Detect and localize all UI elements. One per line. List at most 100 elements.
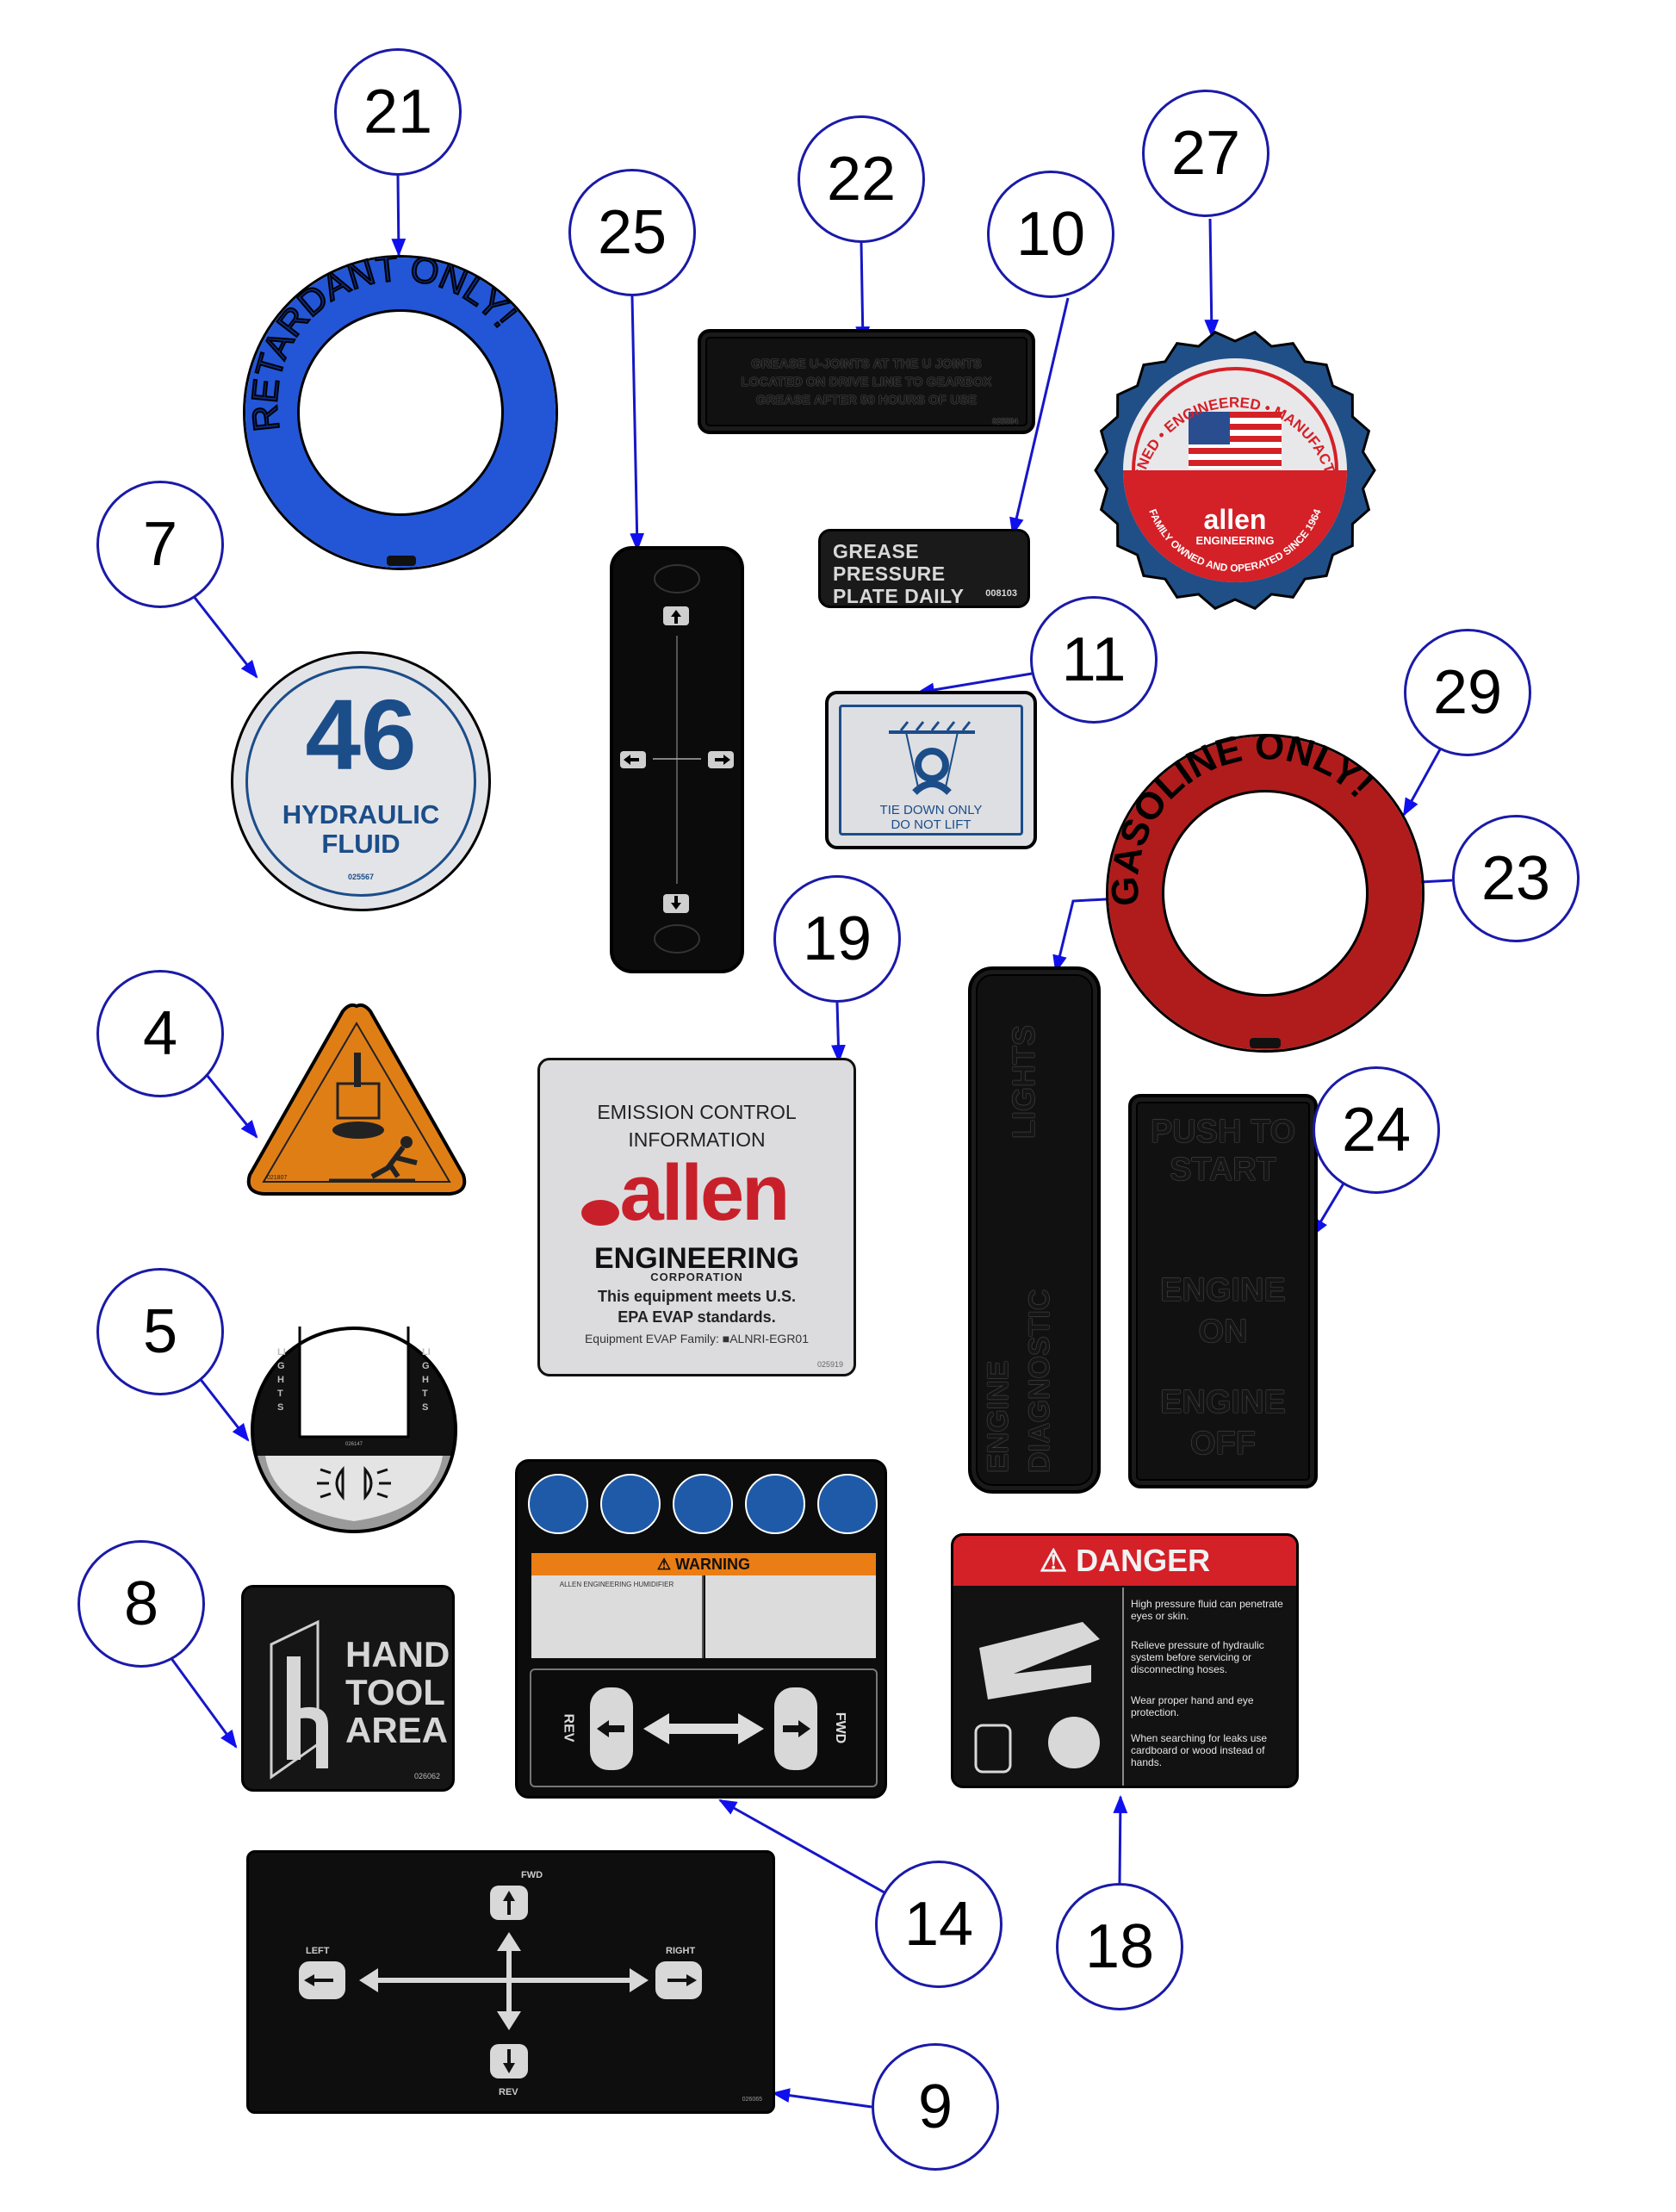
engine-off-label-2: OFF <box>1190 1426 1256 1462</box>
tool-label: TOOL <box>345 1672 445 1712</box>
decal-9-joystick-directions: FWD REV LEFT RIGHT 026065 <box>246 1850 775 2114</box>
emission-body-1: This equipment meets U.S. <box>597 1288 797 1305</box>
fluid-label-2: FLUID <box>321 829 400 859</box>
engine-label: ENGINE <box>982 1360 1015 1473</box>
part-number: 008103 <box>985 588 1017 599</box>
callout-22: 22 <box>798 115 925 243</box>
decal-8-hand-tool-area: HAND TOOL AREA 026062 <box>241 1585 455 1792</box>
ring-hole <box>1162 790 1369 997</box>
part-number: 026147 <box>345 1442 363 1447</box>
callout-27: 27 <box>1142 90 1269 217</box>
danger-text-3: Wear proper hand and eye protection. <box>1131 1694 1254 1718</box>
diagnostic-label: DIAGNOSTIC <box>1023 1289 1056 1473</box>
danger-text-1: High pressure fluid can penetrate eyes o… <box>1131 1598 1283 1622</box>
hand-injection-icon <box>974 1622 1100 1774</box>
decal-7-hydraulic-fluid: 46 HYDRAULIC FLUID 025567 <box>231 651 491 911</box>
right-label: RIGHT <box>666 1946 696 1956</box>
label-line-2: LOCATED ON DRIVE LINE TO GEARBOX <box>741 374 992 389</box>
seal-graphic: DESIGNED • ENGINEERED • MANUFACTURED FAM… <box>1089 316 1376 611</box>
seal-middle-text: IN THE USA BY <box>1178 484 1292 501</box>
label-line-3: GREASE AFTER 50 HOURS OF USE <box>755 392 978 407</box>
callout-11: 11 <box>1030 596 1158 724</box>
tie-down-line-1: TIE DOWN ONLY <box>879 803 983 817</box>
lights-label: LIGHTS <box>1006 1025 1041 1139</box>
part-number: 026062 <box>413 1772 440 1780</box>
fwd-label: FWD <box>521 1870 543 1880</box>
brand-logo: allen <box>619 1149 791 1237</box>
brand-sub: CORPORATION <box>650 1271 743 1283</box>
label-line-2: PLATE DAILY <box>833 585 965 607</box>
eye-protection-icon <box>673 1474 733 1534</box>
direction-arrows-icon <box>620 564 734 954</box>
decal-14-ppe-warning: ⚠ WARNING ALLEN ENGINEERING HUMIDIFIER R… <box>515 1459 887 1799</box>
decal-21-retardant-ring: RETARDANT ONLY! <box>243 255 558 570</box>
emission-title-2: INFORMATION <box>628 1128 766 1151</box>
ppe-icon-row <box>528 1474 878 1534</box>
rev-label: REV <box>499 2087 518 2097</box>
callout-10: 10 <box>987 171 1114 298</box>
decal-19-emission-control: EMISSION CONTROL INFORMATION allen ENGIN… <box>537 1058 856 1376</box>
safety-boots-icon <box>745 1474 805 1534</box>
falling-load-warning-icon <box>246 1003 467 1196</box>
emission-body-3: Equipment EVAP Family: ■ALNRI-EGR01 <box>584 1332 810 1345</box>
decal-22-grease-ujoints: GREASE U-JOINTS AT THE U JOINTS LOCATED … <box>698 329 1035 434</box>
gear-logo-icon <box>581 1200 619 1226</box>
decal-11-tie-down-only: TIE DOWN ONLY DO NOT LIFT <box>825 691 1037 849</box>
rev-fwd-arrows-icon <box>590 1687 817 1770</box>
label-line-1: GREASE U-JOINTS AT THE U JOINTS <box>751 356 982 371</box>
warning-right-panel <box>705 1575 876 1658</box>
callout-19: 19 <box>773 875 901 1003</box>
tie-down-icon <box>889 721 975 795</box>
tie-down-line-2: DO NOT LIFT <box>891 817 971 832</box>
left-label: LEFT <box>306 1946 330 1956</box>
lights-switch-graphic <box>251 1327 457 1533</box>
us-flag-icon <box>1189 412 1282 469</box>
decal-23-lights-diagnostic: LIGHTS ENGINE DIAGNOSTIC <box>968 966 1101 1494</box>
label-line-1: GREASE PRESSURE <box>833 540 946 585</box>
gloves-icon <box>817 1474 878 1534</box>
emission-title-1: EMISSION CONTROL <box>597 1101 797 1123</box>
callout-5: 5 <box>96 1268 224 1395</box>
part-number: 026065 <box>742 2097 762 2103</box>
ring-hole <box>297 309 504 516</box>
emission-body-2: EPA EVAP standards. <box>618 1308 776 1326</box>
hand-tool-h-icon <box>270 1619 328 1780</box>
decal-25-direction-strip <box>610 546 744 973</box>
decal-27-made-in-usa-seal: DESIGNED • ENGINEERED • MANUFACTURED FAM… <box>1089 316 1376 612</box>
decal-18-danger-high-pressure: ⚠ DANGER High pressure fluid can penetra… <box>951 1533 1299 1788</box>
lights-side-label-right: LIGHTS <box>422 1347 431 1413</box>
callout-14: 14 <box>875 1861 1002 1988</box>
warning-header: ⚠ WARNING <box>531 1553 876 1575</box>
fluid-grade: 46 <box>305 679 417 791</box>
part-tab <box>387 556 416 566</box>
fwd-label: FWD <box>833 1712 848 1744</box>
hearing-protection-icon <box>600 1474 661 1534</box>
callout-8: 8 <box>78 1540 205 1668</box>
engine-off-label-1: ENGINE <box>1160 1384 1286 1420</box>
read-manual-icon <box>528 1474 588 1534</box>
fluid-label-1: HYDRAULIC <box>282 799 440 830</box>
callout-4: 4 <box>96 970 224 1097</box>
callout-23: 23 <box>1452 815 1580 942</box>
curved-label: RETARDANT ONLY! <box>245 258 525 434</box>
brand-main: ENGINEERING <box>593 1242 800 1275</box>
part-number: 025584 <box>991 417 1018 426</box>
start-label: START <box>1170 1152 1276 1188</box>
decal-4-falling-load-warning: 021807 <box>243 999 470 1199</box>
part-number: 025567 <box>347 873 375 881</box>
hand-label: HAND <box>345 1634 450 1675</box>
callout-9: 9 <box>872 2043 999 2171</box>
warning-left-panel: ALLEN ENGINEERING HUMIDIFIER <box>531 1575 704 1658</box>
seal-brand-sub: ENGINEERING <box>1195 534 1275 547</box>
engine-on-label-1: ENGINE <box>1160 1272 1286 1308</box>
part-tab <box>1250 1038 1281 1048</box>
push-to-label: PUSH TO <box>1150 1114 1296 1150</box>
callout-18: 18 <box>1056 1883 1183 2010</box>
part-number: 025919 <box>816 1360 843 1369</box>
curved-label: GASOLINE ONLY! <box>1108 736 1381 907</box>
rev-fwd-panel: REV FWD <box>530 1668 878 1787</box>
lights-side-label-left: LIGHTS <box>277 1347 286 1413</box>
area-label: AREA <box>345 1710 449 1750</box>
headlight-icon <box>317 1466 391 1501</box>
